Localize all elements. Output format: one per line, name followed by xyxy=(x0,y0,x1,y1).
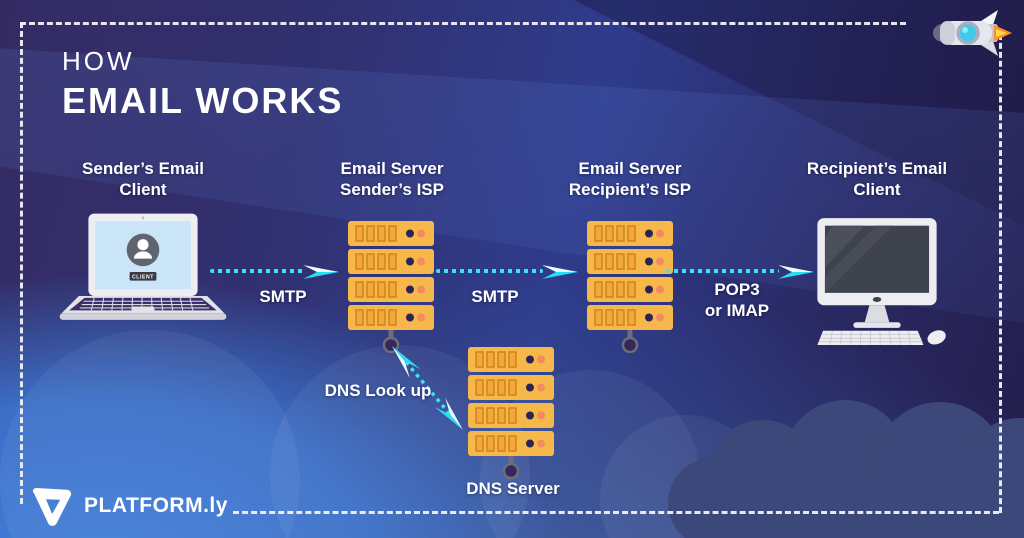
email-server-sender-icon xyxy=(348,221,434,353)
label-sender-client: Sender’s Email Client xyxy=(82,159,204,199)
smtp-label-1: SMTP xyxy=(259,287,307,306)
smtp-arrow-2-line xyxy=(436,269,543,273)
pop3-imap-label: POP3 or IMAP xyxy=(704,280,770,320)
title-line-email-works: EMAIL WORKS xyxy=(62,80,344,121)
label-recipient-client: Recipient’s Email Client xyxy=(806,159,948,199)
frame-border-left xyxy=(20,22,23,504)
label-sender-isp-server: Email Server Sender’s ISP xyxy=(340,159,444,199)
frame-border-right xyxy=(999,34,1002,513)
frame-border-top xyxy=(20,22,906,25)
user-avatar-icon xyxy=(126,233,160,267)
brand-logo: PLATFORM.ly xyxy=(30,484,228,528)
dns-lookup-label: DNS Look up xyxy=(324,381,432,400)
laptop-screen-badge: CLIENT xyxy=(132,275,154,281)
laptop-icon: CLIENT xyxy=(59,213,227,320)
platformly-logo-icon xyxy=(32,488,72,526)
smtp-arrow-2-head xyxy=(542,265,578,279)
title-line-how: HOW xyxy=(62,46,135,76)
dns-lookup-arrow xyxy=(392,346,463,430)
label-recipient-isp-server: Email Server Recipient’s ISP xyxy=(568,159,692,199)
frame-border-bottom xyxy=(233,511,999,514)
page-title: HOW EMAIL WORKS xyxy=(62,46,343,122)
brand-name: PLATFORM.ly xyxy=(84,494,228,517)
smtp-arrow-1-line xyxy=(210,269,304,273)
pop3-imap-arrow-line xyxy=(666,269,779,273)
desktop-computer-icon xyxy=(817,218,946,346)
email-server-recipient-icon xyxy=(587,221,673,353)
cloud-base xyxy=(690,470,1024,538)
smtp-arrow-1-head xyxy=(303,265,339,279)
pop3-imap-arrow-head xyxy=(778,265,814,279)
dns-server-icon xyxy=(468,347,554,479)
smtp-label-2: SMTP xyxy=(471,287,519,306)
rocket-icon xyxy=(933,10,1012,56)
dns-server-label: DNS Server xyxy=(466,479,560,498)
